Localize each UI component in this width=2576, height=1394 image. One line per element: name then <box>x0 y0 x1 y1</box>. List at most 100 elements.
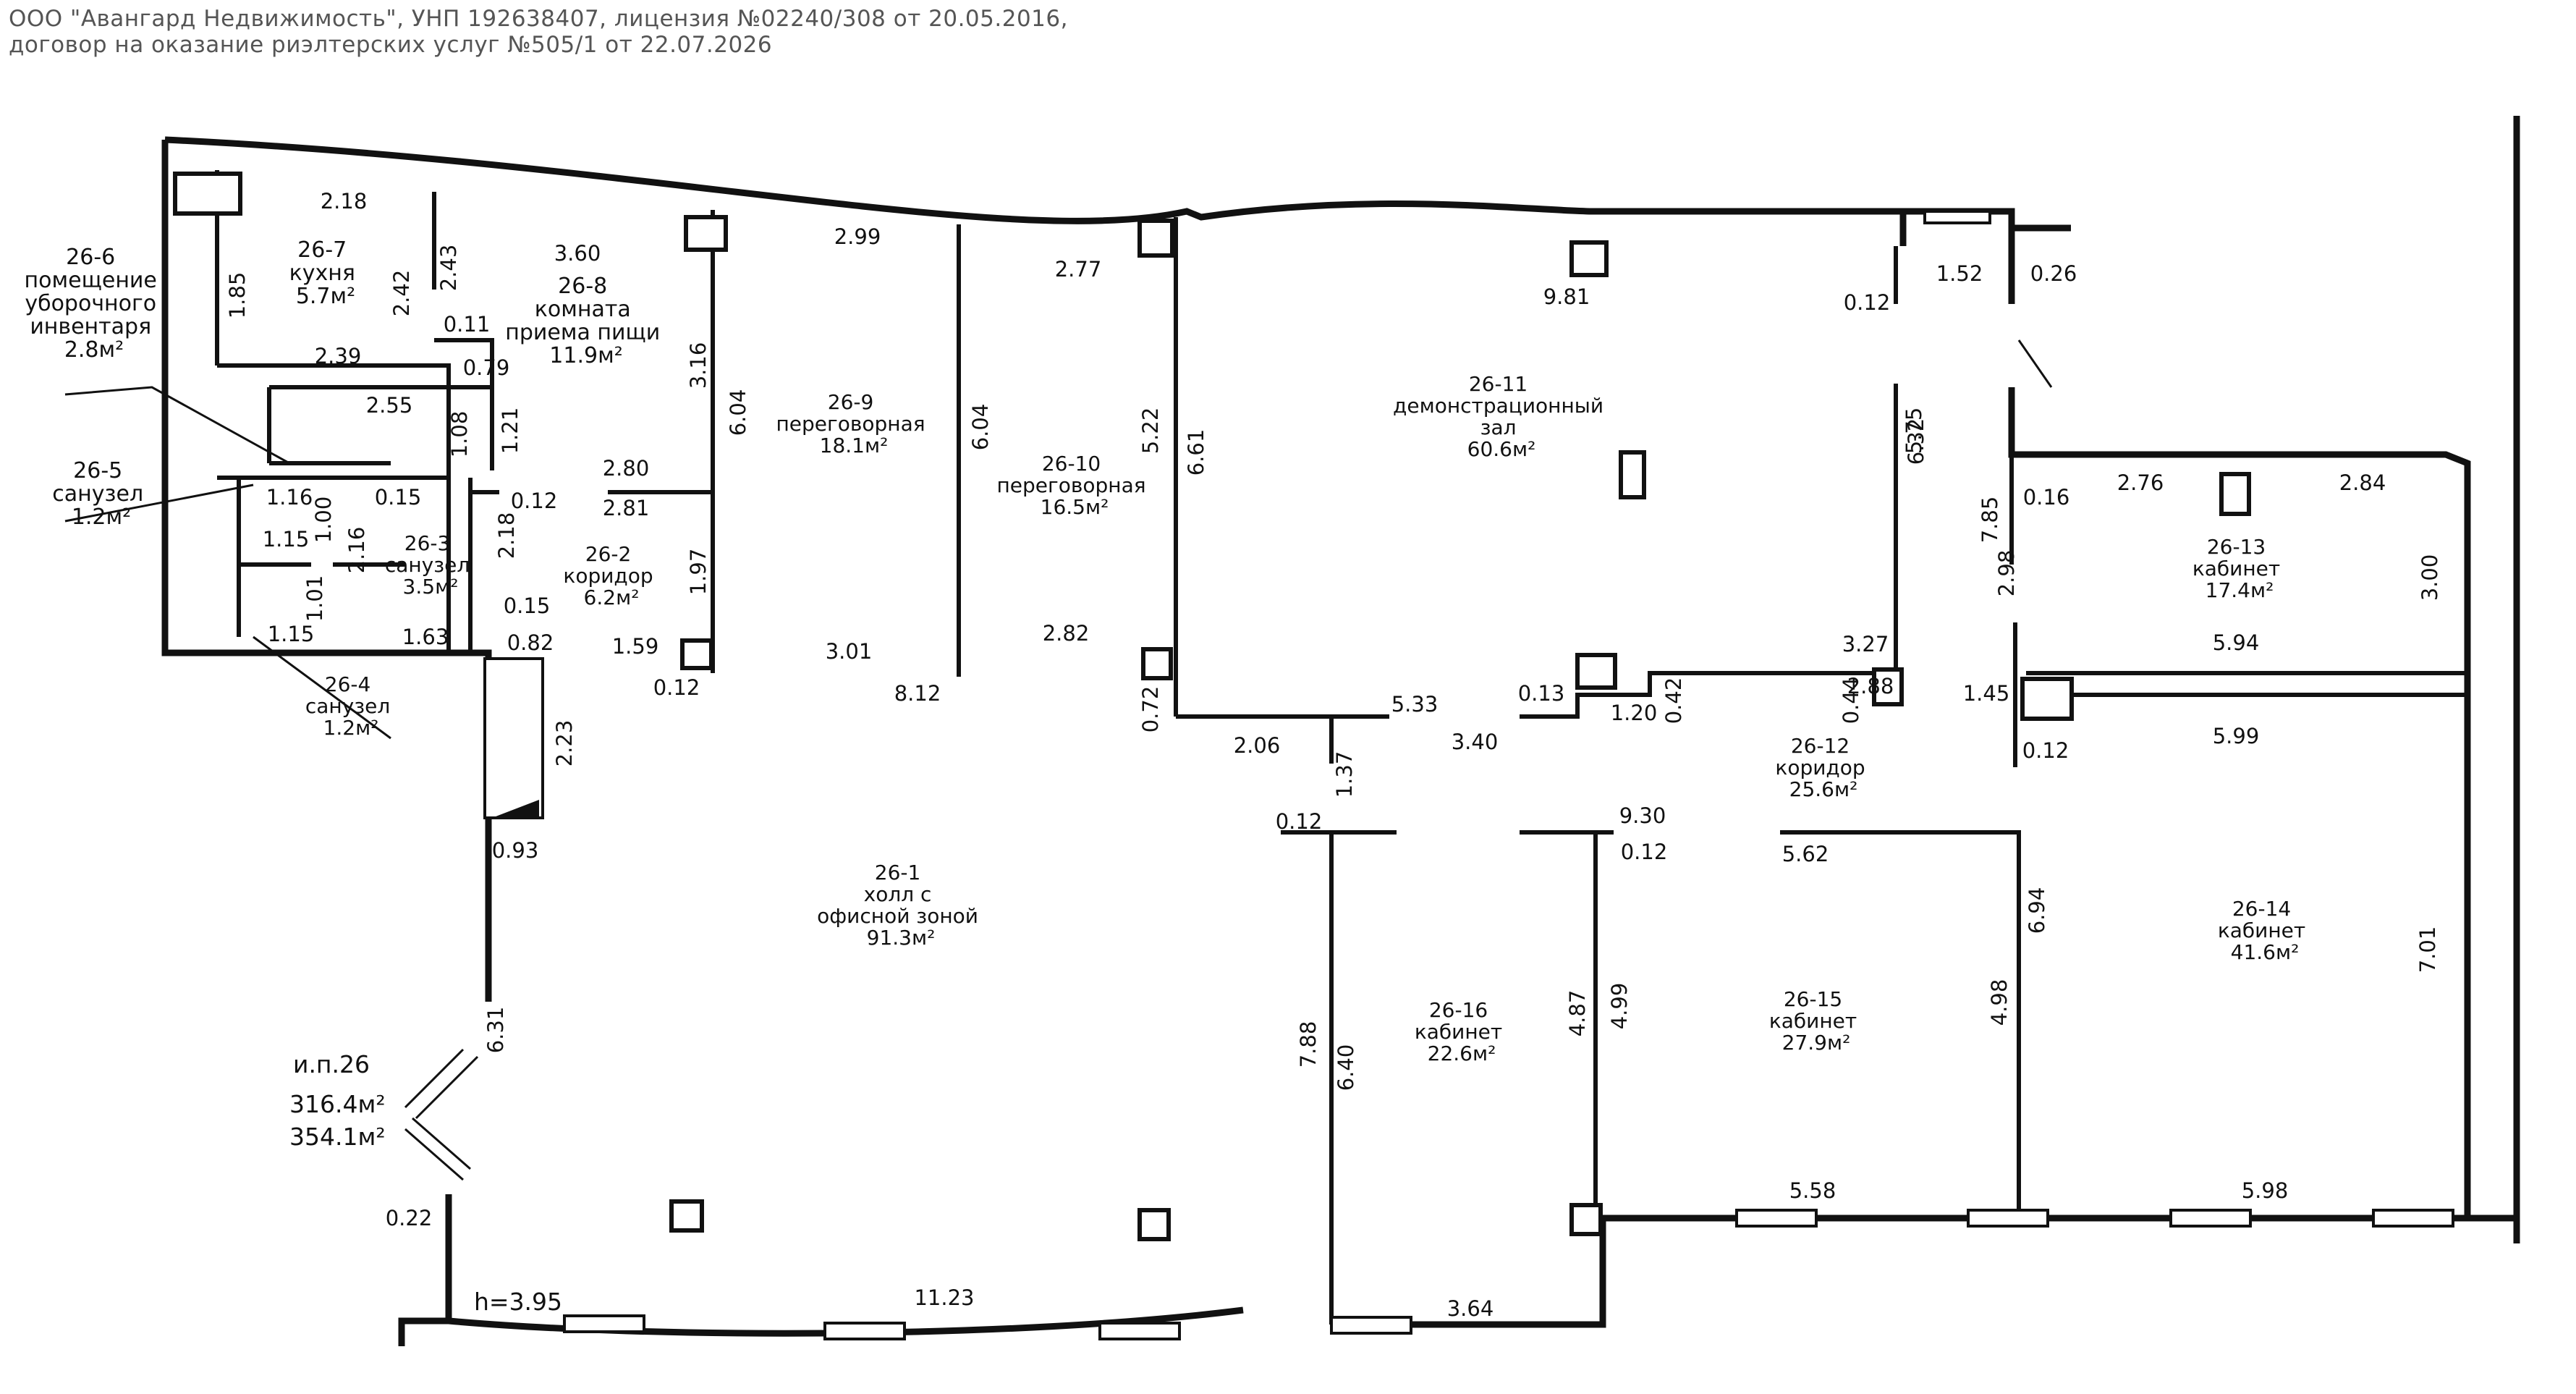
dimension-label: 2.77 <box>1055 257 1102 282</box>
dimension-label: 1.97 <box>686 549 711 596</box>
dimension-label: 1.20 <box>1611 701 1658 725</box>
unit-name: и.п.26 <box>293 1050 370 1078</box>
room-label-26-4: 26-4 санузел 1.2м² <box>305 672 397 740</box>
room-label-26-7: 26-7 кухня 5.7м² <box>289 237 363 309</box>
dimension-label: 0.82 <box>507 630 554 655</box>
dimension-label: 0.72 <box>1138 686 1163 733</box>
dimension-label: 2.18 <box>321 189 368 214</box>
dimension-label: 4.98 <box>1987 979 2012 1026</box>
dimension-label: 5.22 <box>1138 407 1163 455</box>
room-label-26-14: 26-14 кабинет 41.6м² <box>2218 897 2312 964</box>
dimension-label: 9.81 <box>1543 284 1590 309</box>
dimension-label: 8.12 <box>894 681 941 706</box>
dimension-label: 2.76 <box>2117 470 2164 495</box>
dimension-label: 3.01 <box>826 639 873 664</box>
dimension-label: 5.99 <box>2213 724 2260 748</box>
dimension-label: 7.88 <box>1296 1021 1321 1068</box>
dimension-label: 2.99 <box>834 224 881 249</box>
header-line-2: договор на оказание риэлтерских услуг №5… <box>9 32 773 58</box>
dimension-label: 5.62 <box>1782 842 1829 866</box>
dimension-label: 7.01 <box>2415 926 2440 973</box>
dimension-label: 2.80 <box>603 456 650 481</box>
dimension-label: 3.60 <box>554 241 601 266</box>
room-label-26-13: 26-13 кабинет 17.4м² <box>2192 535 2287 602</box>
room-label-26-16: 26-16 кабинет 22.6м² <box>1415 998 1509 1065</box>
dimension-label: 2.18 <box>494 512 519 559</box>
dimension-label: 1.63 <box>402 625 449 649</box>
dimension-label: 0.15 <box>375 485 422 510</box>
dimension-label: 0.12 <box>1621 840 1668 864</box>
dimension-label: 6.94 <box>2025 887 2049 934</box>
room-label-26-10: 26-10 переговорная 16.5м² <box>997 452 1153 519</box>
dimension-label: 9.30 <box>1619 803 1666 828</box>
dimension-label: 6.04 <box>726 389 750 436</box>
dimension-label: 2.55 <box>366 393 413 418</box>
unit-area-total: 354.1м² <box>289 1123 386 1151</box>
dimension-label: 1.00 <box>311 497 336 544</box>
dimension-label: 1.01 <box>302 575 327 622</box>
dimension-label: 5.75 <box>1902 407 1926 455</box>
room-label-26-2: 26-2 коридор 6.2м² <box>563 542 659 609</box>
dimension-label: 0.22 <box>386 1206 433 1230</box>
dimension-label: 3.40 <box>1452 730 1499 754</box>
room-label-26-15: 26-15 кабинет 27.9м² <box>1769 987 1863 1055</box>
dimension-label: 11.23 <box>914 1285 974 1310</box>
dimension-label: 3.16 <box>686 342 711 389</box>
dimension-label: 0.12 <box>653 675 700 700</box>
room-label-26-6: 26-6 помещение уборочного инвентаря 2.8м… <box>25 245 164 363</box>
dimension-label: 2.16 <box>344 527 369 574</box>
dimension-label: 2.88 <box>1847 674 1894 698</box>
dimension-label: 2.23 <box>552 720 577 767</box>
room-label-26-5: 26-5 санузел 1.2м² <box>52 458 150 530</box>
dimension-label: 7.85 <box>1978 497 2002 544</box>
dimension-label: 0.15 <box>504 593 551 618</box>
dimension-label: 2.43 <box>436 245 461 292</box>
room-label-26-12: 26-12 коридор 25.6м² <box>1775 734 1871 801</box>
room-label-26-8: 26-8 комната приема пищи 11.9м² <box>505 274 667 368</box>
dimension-label: 0.42 <box>1661 677 1686 725</box>
dimension-label: 2.42 <box>389 270 414 317</box>
dimension-label: 0.12 <box>1276 809 1323 834</box>
dimension-label: 0.16 <box>2023 485 2070 510</box>
room-label-26-3: 26-3 санузел 3.5м² <box>385 531 476 599</box>
dimension-label: 2.81 <box>603 496 650 520</box>
dimension-label: 6.31 <box>483 1007 508 1054</box>
unit-area-main: 316.4м² <box>289 1090 386 1118</box>
dimension-label: 1.52 <box>1936 261 1983 286</box>
dimension-label: 2.39 <box>315 344 362 368</box>
dimension-label: 1.15 <box>268 622 315 646</box>
dimension-label: 1.08 <box>447 411 472 458</box>
dimension-label: 1.15 <box>263 527 310 552</box>
dimension-label: 5.58 <box>1789 1178 1836 1203</box>
dimension-label: 5.33 <box>1391 692 1439 717</box>
dimension-label: 0.26 <box>2030 261 2077 286</box>
room-labels: 26-1 холл с офисной зоной 91.3м² 26-2 ко… <box>25 237 2312 1065</box>
dimension-label: 2.06 <box>1234 733 1281 758</box>
dimension-label: 0.79 <box>463 355 510 380</box>
room-label-26-9: 26-9 переговорная 18.1м² <box>776 390 932 457</box>
dimension-label: 6.61 <box>1184 429 1208 476</box>
room-label-26-1: 26-1 холл с офисной зоной 91.3м² <box>817 861 985 950</box>
dimension-label: 0.12 <box>511 489 558 513</box>
dimension-label: 0.11 <box>444 312 491 337</box>
dimension-label: 6.40 <box>1334 1044 1358 1091</box>
dimension-label: 0.44 <box>1839 677 1863 725</box>
header-line-1: ООО "Авангард Недвижимость", УНП 1926384… <box>9 6 1068 32</box>
dimension-label: 3.27 <box>1842 632 1889 656</box>
dimension-label: 3.00 <box>2418 554 2442 601</box>
dimension-label: 6.32 <box>1904 418 1928 465</box>
dimension-label: 0.13 <box>1518 681 1565 706</box>
dimension-label: 2.98 <box>1994 550 2019 597</box>
windows <box>483 210 2454 1340</box>
leader-lines <box>64 386 391 740</box>
dimension-label: 2.84 <box>2339 470 2386 495</box>
dimension-label: 2.82 <box>1043 621 1090 646</box>
dimension-label: 1.59 <box>612 634 659 659</box>
dimension-label: 4.99 <box>1607 983 1632 1030</box>
dimension-label: 1.37 <box>1332 751 1357 798</box>
dimension-label: 0.12 <box>1844 290 1891 315</box>
dimension-label: 5.98 <box>2242 1178 2289 1203</box>
entrance-door <box>404 1048 479 1181</box>
